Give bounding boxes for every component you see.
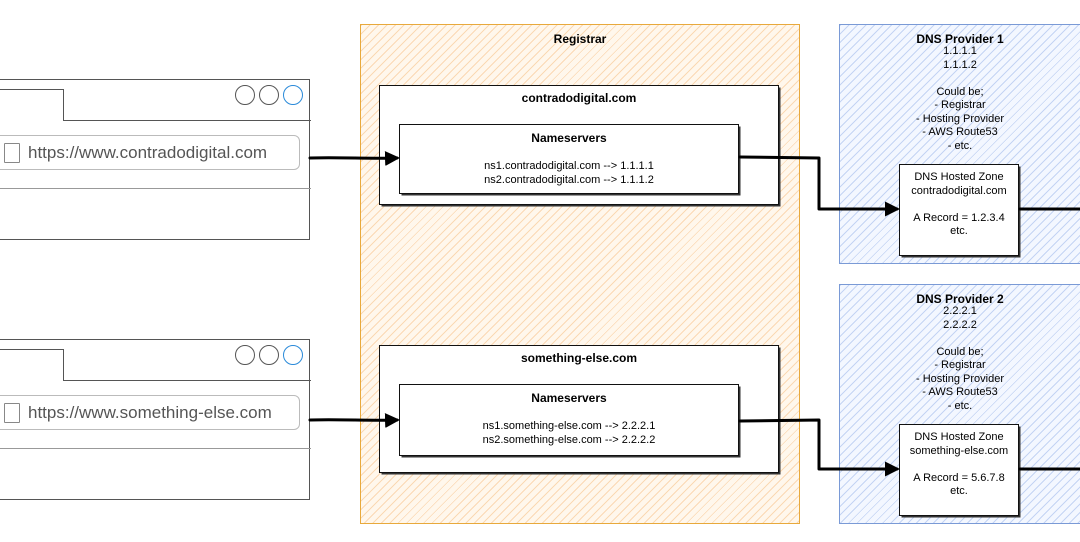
tab-bar-divider	[63, 120, 311, 121]
nameserver-2: ns2.something-else.com --> 2.2.2.2	[482, 434, 656, 446]
domain-name: contradodigital.com	[521, 91, 637, 105]
nameserver-1: ns1.something-else.com --> 2.2.2.1	[482, 420, 656, 432]
page-icon	[4, 402, 20, 423]
dns-provider-2-title: DNS Provider 2	[916, 292, 1004, 306]
browser-window-1: https://www.contradodigital.com	[0, 79, 311, 240]
browser-tab[interactable]	[0, 349, 64, 381]
window-maximize-icon[interactable]	[259, 345, 279, 365]
window-minimize-icon[interactable]	[235, 85, 255, 105]
hosted-zone-details: DNS Hosted Zone contradodigital.com A Re…	[911, 171, 1007, 237]
window-close-icon[interactable]	[283, 85, 303, 105]
browser-window-2: https://www.something-else.com	[0, 339, 311, 500]
tab-bar-divider	[63, 380, 311, 381]
domain-name: something-else.com	[520, 351, 638, 365]
nameserver-1: ns1.contradodigital.com --> 1.1.1.1	[484, 160, 654, 172]
nameservers-title: Nameservers	[531, 131, 607, 145]
url-text: https://www.contradodigital.com	[28, 142, 268, 162]
toolbar-divider	[0, 448, 311, 449]
address-bar[interactable]: https://www.something-else.com	[0, 395, 300, 430]
arrow-nameservers1-to-zone	[738, 155, 900, 217]
window-minimize-icon[interactable]	[235, 345, 255, 365]
arrow-browser2-to-nameservers	[308, 412, 400, 428]
window-maximize-icon[interactable]	[259, 85, 279, 105]
hosted-zone-box-something-else: DNS Hosted Zone something-else.com A Rec…	[899, 424, 1019, 516]
dns-provider-2-container: DNS Provider 2 2.2.2.1 2.2.2.2 Could be;…	[839, 284, 1080, 524]
dns-provider-1-details: 1.1.1.1 1.1.1.2 Could be; - Registrar - …	[915, 45, 1005, 152]
nameservers-box-contradodigital: Nameservers ns1.contradodigital.com --> …	[399, 124, 739, 194]
nameserver-2: ns2.contradodigital.com --> 1.1.1.2	[484, 174, 654, 186]
dns-provider-2-details: 2.2.2.1 2.2.2.2 Could be; - Registrar - …	[915, 305, 1005, 412]
arrow-browser1-to-nameservers	[308, 150, 400, 166]
arrow-nameservers2-to-zone	[738, 418, 900, 477]
address-bar[interactable]: https://www.contradodigital.com	[0, 135, 300, 170]
dns-provider-1-title: DNS Provider 1	[916, 32, 1004, 46]
nameservers-title: Nameservers	[531, 391, 607, 405]
url-text: https://www.something-else.com	[28, 402, 272, 422]
nameservers-box-something-else: Nameservers ns1.something-else.com --> 2…	[399, 384, 739, 456]
window-close-icon[interactable]	[283, 345, 303, 365]
hosted-zone-details: DNS Hosted Zone something-else.com A Rec…	[909, 431, 1009, 497]
browser-tab[interactable]	[0, 89, 64, 121]
hosted-zone-box-contradodigital: DNS Hosted Zone contradodigital.com A Re…	[899, 164, 1019, 256]
toolbar-divider	[0, 188, 311, 189]
page-icon	[4, 142, 20, 163]
registrar-title: Registrar	[553, 32, 607, 46]
